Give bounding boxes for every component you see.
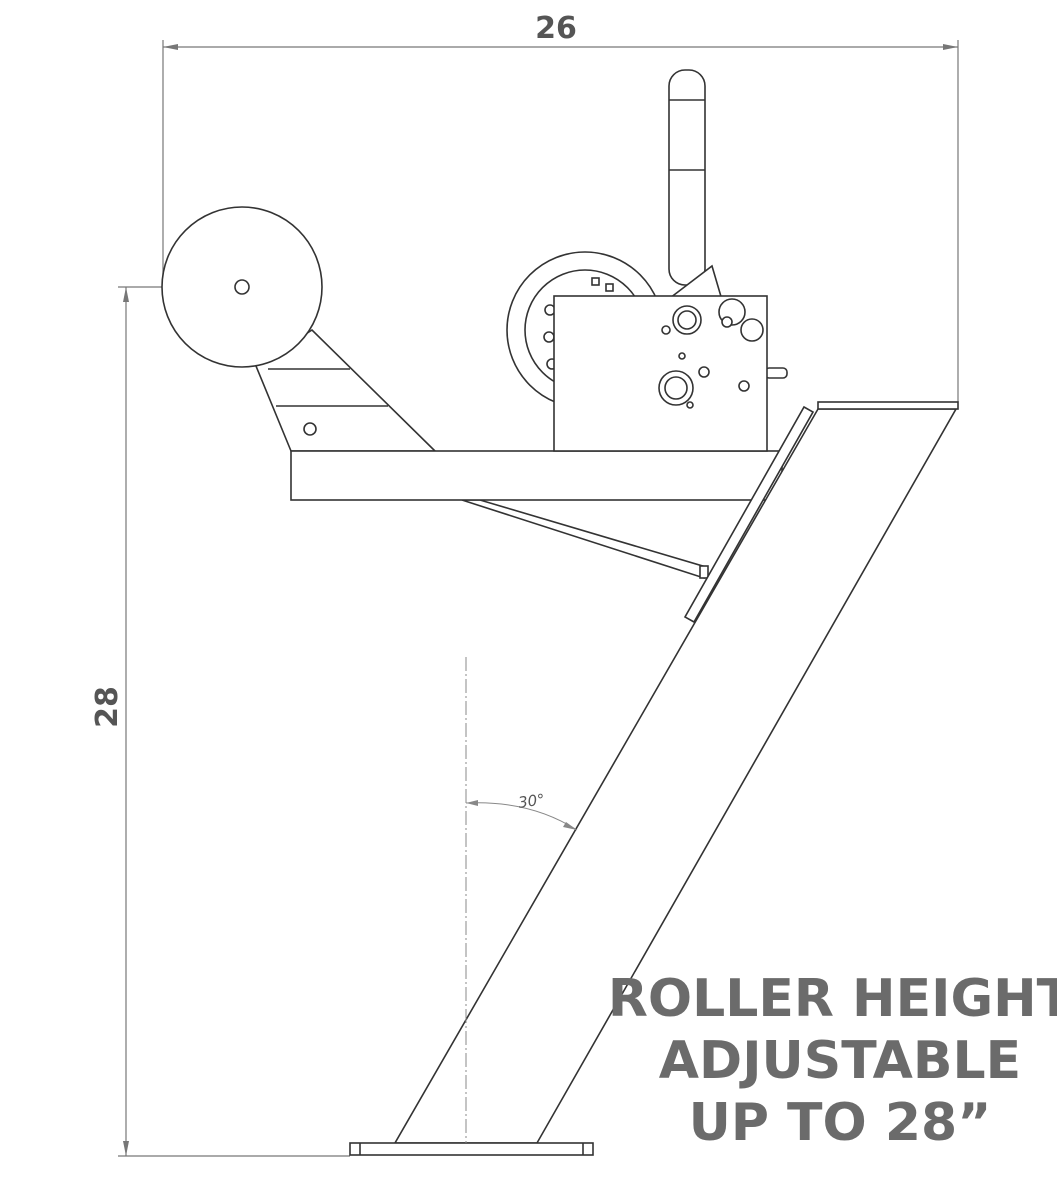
post-base-plate <box>349 1142 594 1156</box>
post-top-cap <box>817 401 959 410</box>
angle-reference <box>465 657 578 1143</box>
width-dimension-label: 26 <box>535 11 577 46</box>
mount-arm <box>290 450 783 580</box>
winch-handle <box>668 69 706 286</box>
caption-line-2: ADJUSTABLE <box>658 1031 1022 1091</box>
angle-label: 30° <box>517 790 546 812</box>
roller-axle <box>234 279 250 295</box>
winch <box>506 69 788 452</box>
width-dimension <box>162 40 959 402</box>
roller <box>161 206 437 452</box>
horizontal-beam <box>290 450 783 501</box>
caption-line-3: UP TO 28” <box>688 1093 992 1153</box>
caption: ROLLER HEIGHT ADJUSTABLE UP TO 28” <box>600 968 1057 1154</box>
leaning-post <box>349 401 959 1156</box>
height-dimension-label: 28 <box>90 686 125 728</box>
caption-line-1: ROLLER HEIGHT <box>607 969 1057 1029</box>
post-mount-plate <box>683 405 815 624</box>
